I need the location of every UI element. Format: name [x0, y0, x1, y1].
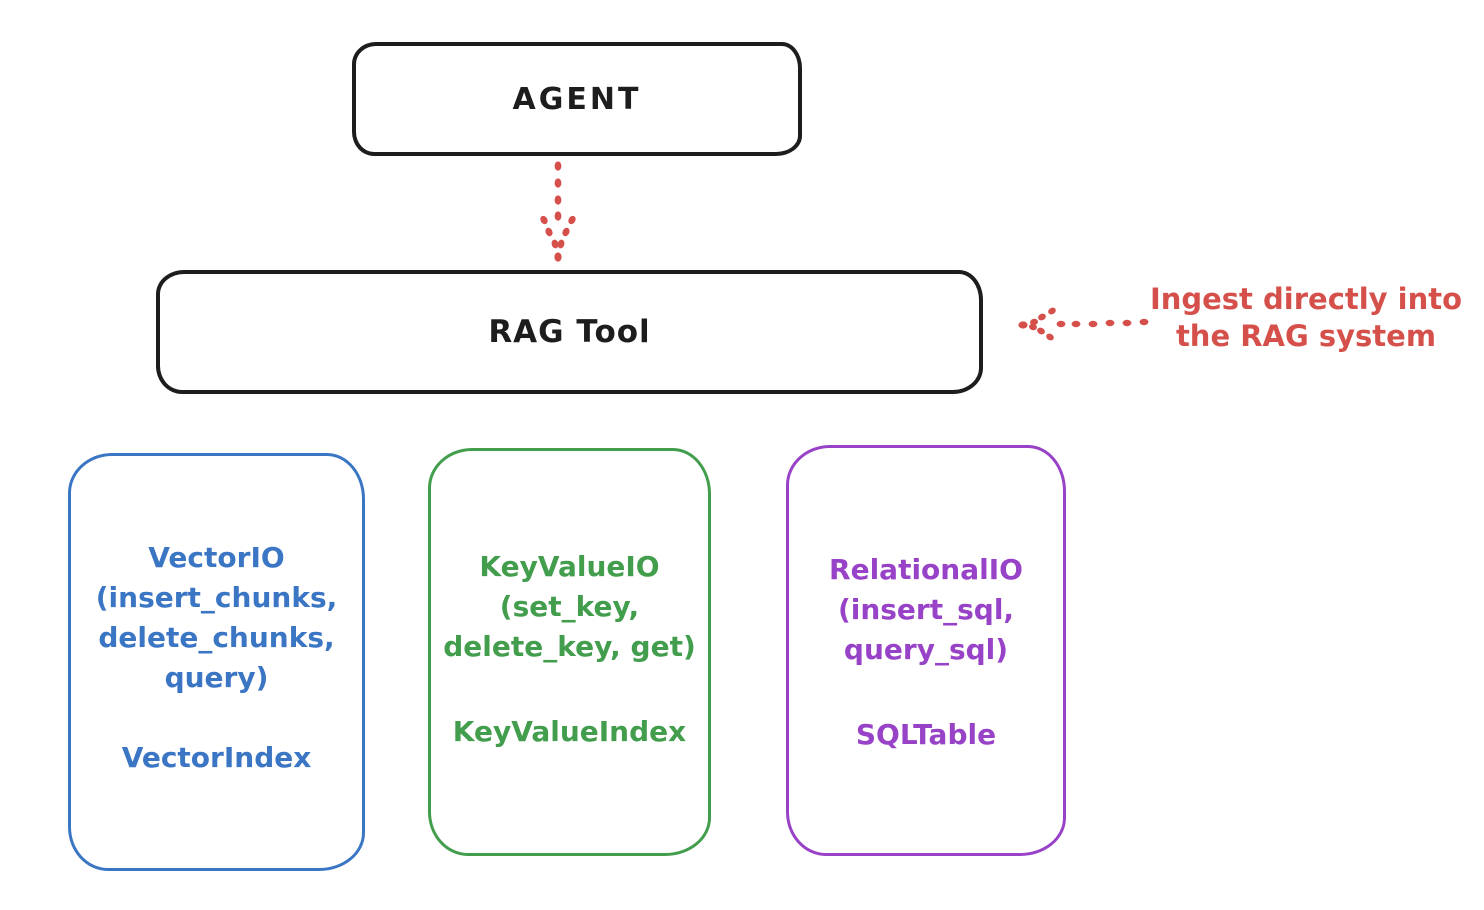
keyvalue-index-label: KeyValueIndex — [452, 715, 687, 748]
agent-box: AGENT — [352, 42, 802, 156]
relational-io-line: RelationalIO — [829, 553, 1023, 586]
ingest-annotation-line2: the RAG system — [1175, 319, 1437, 353]
ingest-annotation: Ingest directly into the RAG system — [1130, 281, 1482, 355]
rag-tool-box: RAG Tool — [156, 270, 983, 394]
vector-io-box: VectorIO (insert_chunks, delete_chunks, … — [68, 453, 365, 871]
keyvalue-io-line: delete_key, get) — [443, 630, 696, 663]
ingest-annotation-line1: Ingest directly into — [1149, 282, 1463, 316]
agent-to-rag-tool-arrow — [540, 161, 576, 262]
rag-tool-box-label: RAG Tool — [488, 314, 651, 350]
relational-io-box: RelationalIO (insert_sql, query_sql) SQL… — [786, 445, 1066, 856]
vector-index-label: VectorIndex — [121, 741, 312, 774]
agent-box-label: AGENT — [512, 81, 642, 117]
keyvalue-io-box: KeyValueIO (set_key, delete_key, get) Ke… — [428, 448, 711, 856]
vector-io-line: VectorIO — [148, 541, 285, 574]
vector-io-line: delete_chunks, — [98, 621, 335, 654]
keyvalue-io-line: (set_key, — [499, 590, 640, 623]
vector-io-line: (insert_chunks, — [95, 581, 338, 614]
relational-io-line: (insert_sql, — [837, 593, 1015, 626]
ingest-arrow — [1018, 307, 1149, 341]
sql-table-label: SQLTable — [855, 718, 997, 751]
relational-io-line: query_sql) — [843, 633, 1009, 666]
vector-io-line: query) — [164, 661, 269, 694]
keyvalue-io-line: KeyValueIO — [479, 550, 660, 583]
